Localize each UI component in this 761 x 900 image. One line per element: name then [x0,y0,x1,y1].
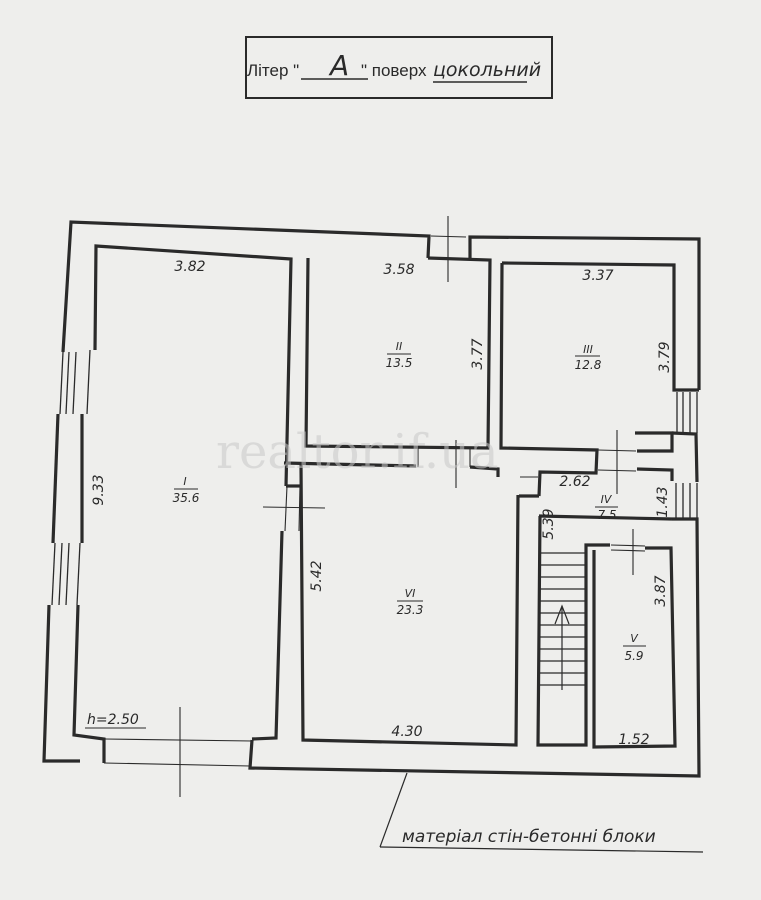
room-I-wall-bottom-left [72,604,106,763]
dim-room-III-width: 3.37 [582,268,613,284]
watermark: realtor.if.ua [216,424,499,480]
room-area: 23.3 [397,603,424,617]
window-west-upper [59,349,91,415]
room-numeral: III [583,343,593,356]
dim-room-V-width: 1.52 [618,732,649,748]
room-label-V: V 5.9 [623,632,646,663]
room-VI-wall-top-right [469,465,500,477]
door-corridor-stair [520,476,538,497]
dim-room-I-width: 3.82 [174,259,205,275]
exterior-wall-top-left [61,220,431,353]
room-III-walls-top [501,261,699,392]
interior-walls [72,244,699,763]
dim-room-IV-width: 2.62 [559,474,590,490]
room-numeral: V [630,632,639,645]
room-area: 5.9 [624,649,643,663]
window-east-upper [676,392,698,433]
staircase [540,552,586,690]
dim-room-III-length: 3.79 [657,341,673,372]
dim-room-I-length: 9.33 [91,474,107,505]
title-middle: " поверх [361,61,427,80]
exterior-wall-right-bottom [248,517,701,778]
room-I-wall-top-right [93,244,293,487]
room-label-I: I 35.6 [173,475,200,505]
room-II-walls [304,256,492,450]
stair-arrow-head-icon [554,604,570,625]
room-numeral: VI [405,587,416,600]
room-label-III: III 12.8 [575,343,602,372]
corridor-wall-right [635,431,674,453]
exterior-walls [42,220,701,778]
dim-room-II-width: 3.58 [383,262,414,278]
dimensions: 3.82 9.33 3.58 3.77 3.37 3.79 2.62 1.43 … [91,259,673,748]
corridor-wall-bottom [538,514,673,521]
dim-room-IV-length: 1.43 [655,486,671,517]
dim-stair-length: 5.39 [541,508,557,539]
door-room-II-VI [417,440,471,488]
exterior-wall-right-middle [671,431,699,483]
ceiling-height: h=2.50 [85,712,146,729]
room-numeral: I [183,475,186,488]
windows [51,349,698,606]
room-VI-walls [299,464,520,747]
room-VI-wall-top-left [283,461,417,468]
room-label-IV: IV 7.5 [595,493,618,522]
room-label-VI: VI 23.3 [397,587,424,617]
title-block: Літер " А " поверх цокольний [245,36,553,99]
window-west-lower [51,542,81,606]
exterior-wall-left-middle [51,413,60,544]
corridor-wall-lower [636,467,674,481]
room-numeral: IV [601,493,613,506]
door-entrance-top [430,216,467,282]
door-room-V [610,529,646,575]
dim-room-VI-width: 4.30 [391,724,422,740]
door-markers [103,216,646,797]
room-area: 35.6 [173,491,200,505]
dim-room-V-length: 3.87 [653,575,669,606]
room-I-wall-bottom-right [251,530,284,741]
material-note: матеріал стін-бетонні блоки [402,827,656,847]
room-III-walls-bottom [499,262,599,497]
title-prefix: Літер " [247,61,299,80]
dim-room-II-length: 3.77 [470,338,486,369]
door-room-I-VI [262,485,326,532]
exterior-wall-top-right [468,235,701,390]
room-area: 7.5 [597,508,616,522]
dim-room-VI-length: 5.42 [309,560,325,591]
room-label-II: II 13.5 [386,340,413,370]
building-letter: А [328,49,349,82]
room-V-walls [592,546,677,749]
material-leader [379,772,704,853]
ceiling-height-label: h=2.50 [87,712,139,728]
exterior-wall-bottom-left [42,604,80,763]
door-entrance-bottom [103,707,253,797]
stair-walls [536,515,610,747]
title-block-frame [245,36,553,99]
room-area: 12.8 [575,358,602,372]
window-east-lower [675,483,698,518]
door-room-III-corridor [597,430,637,494]
room-area: 13.5 [386,356,413,370]
floor-name: цокольний [433,59,541,81]
room-numeral: II [396,340,403,353]
